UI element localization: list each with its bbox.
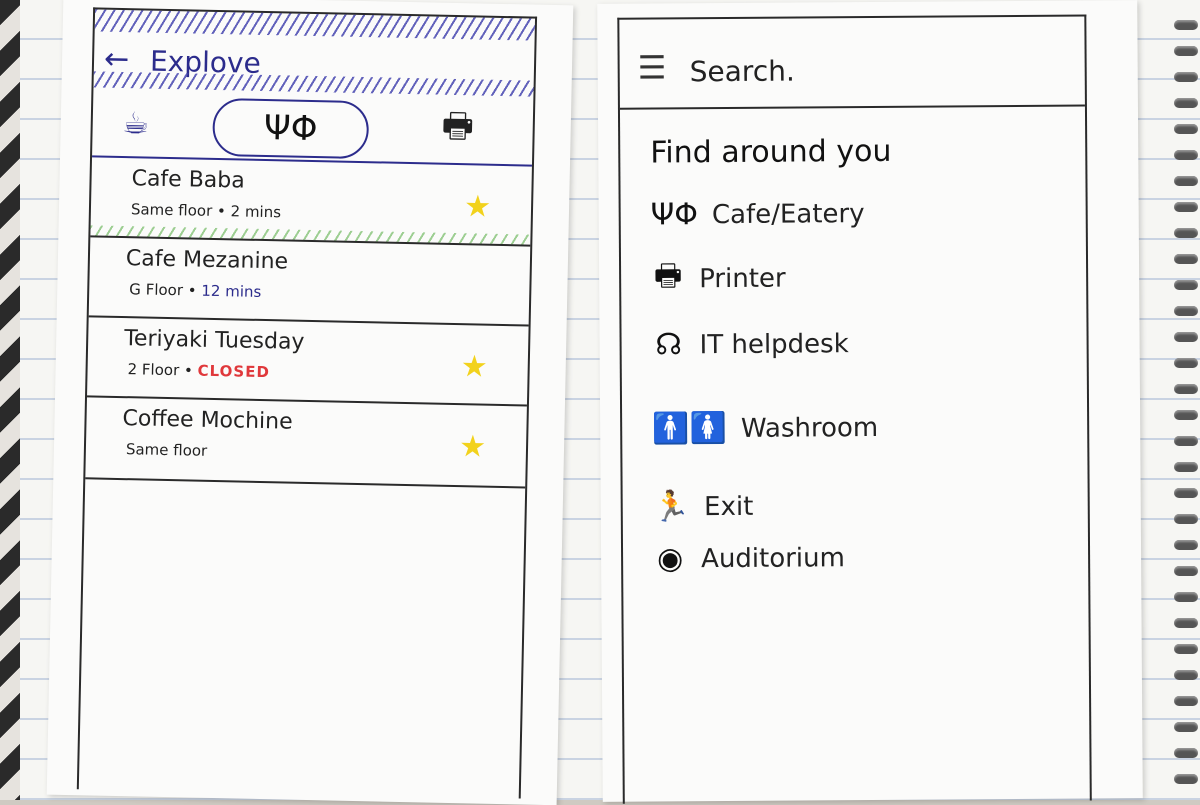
detail-separator: • — [179, 361, 198, 380]
category-label: Printer — [699, 263, 786, 294]
spiral-ring — [1174, 488, 1198, 498]
star-icon[interactable]: ★ — [460, 349, 489, 385]
places-list: Cafe Baba Same floor • 2 mins ★ Cafe Mez… — [85, 157, 532, 489]
category-tabs: ☕ ΨΦ 🖶 — [92, 91, 534, 167]
category-label: Cafe/Eatery — [711, 198, 865, 230]
washroom-icon: 🚹🚺 — [652, 411, 728, 447]
cutlery-icon: ΨΦ — [650, 197, 699, 233]
category-printer[interactable]: 🖶 Printer — [651, 253, 786, 305]
spiral-ring — [1174, 566, 1198, 576]
place-name: Teriyaki Tuesday — [123, 326, 305, 355]
place-name: Cafe Baba — [131, 166, 245, 194]
tab-food[interactable]: ΨΦ — [212, 97, 370, 160]
place-details: Same floor • 2 mins — [131, 200, 281, 221]
place-location: 2 Floor — [127, 360, 180, 380]
header-shading — [94, 9, 536, 41]
broadcast-icon: ◉ — [656, 541, 684, 577]
coffee-cup-icon: ☕ — [121, 105, 150, 142]
cutlery-icon: ΨΦ — [263, 107, 318, 150]
spiral-ring — [1174, 20, 1198, 30]
place-location: Same floor — [125, 440, 208, 460]
detail-separator: • — [182, 281, 202, 300]
category-label: Washroom — [740, 412, 879, 444]
place-details: Same floor — [126, 440, 208, 460]
category-label: Auditorium — [700, 542, 846, 574]
running-person-icon: 🏃 — [652, 489, 691, 525]
category-cafe-eatery[interactable]: ΨΦ Cafe/Eatery — [651, 196, 865, 232]
place-location: G Floor — [129, 280, 184, 300]
list-item[interactable]: Teriyaki Tuesday 2 Floor • CLOSED ★ — [87, 317, 529, 407]
spiral-ring — [1174, 254, 1198, 264]
category-it-helpdesk[interactable]: ☊ IT helpdesk — [651, 326, 849, 363]
spiral-ring — [1174, 332, 1198, 342]
hamburger-menu-icon[interactable]: ☰ — [637, 48, 667, 87]
place-name: Cafe Mezanine — [125, 246, 289, 275]
spiral-ring — [1174, 618, 1198, 628]
spiral-ring — [1174, 306, 1198, 316]
search-screen-sketch: ☰ Search. Find around you ΨΦ Cafe/Eatery… — [597, 0, 1143, 804]
list-item[interactable]: Cafe Baba Same floor • 2 mins ★ — [90, 157, 532, 247]
search-header[interactable]: ☰ Search. — [619, 16, 1085, 110]
spiral-ring — [1174, 696, 1198, 706]
spiral-ring — [1174, 98, 1198, 108]
spiral-ring — [1174, 72, 1198, 82]
place-name: Coffee Mochine — [122, 406, 293, 435]
section-title: Find around you — [650, 133, 892, 171]
category-label: IT helpdesk — [699, 328, 849, 360]
list-item[interactable]: Cafe Mezanine G Floor • 12 mins — [88, 237, 531, 327]
place-details: 2 Floor • CLOSED — [127, 360, 270, 381]
printer-icon: 🖶 — [653, 258, 683, 294]
walk-time: 12 mins — [201, 281, 262, 301]
printer-icon: 🖶 — [441, 105, 475, 146]
spiral-binding — [1170, 20, 1200, 800]
place-details: G Floor • 12 mins — [129, 280, 261, 301]
spiral-ring — [1174, 540, 1198, 550]
app-header: ← Explove — [93, 9, 536, 97]
tab-print[interactable]: 🖶 — [392, 102, 523, 159]
spiral-ring — [1174, 150, 1198, 160]
category-auditorium[interactable]: ◉ Auditorium — [653, 540, 845, 576]
spiral-ring — [1174, 228, 1198, 238]
spiral-ring — [1174, 176, 1198, 186]
headset-icon: ☊ — [655, 327, 683, 363]
spiral-ring — [1174, 774, 1198, 784]
explore-screen-sketch: ← Explove ☕ ΨΦ 🖶 Cafe Baba Same floor • … — [46, 0, 574, 805]
spiral-ring — [1174, 592, 1198, 602]
place-location: Same floor — [130, 200, 213, 220]
category-washroom[interactable]: 🚹🚺 Washroom — [652, 410, 878, 447]
spiral-ring — [1174, 202, 1198, 212]
spiral-ring — [1174, 722, 1198, 732]
spiral-ring — [1174, 748, 1198, 758]
spiral-ring — [1174, 46, 1198, 56]
search-input[interactable]: Search. — [689, 54, 795, 89]
spiral-ring — [1174, 358, 1198, 368]
spiral-ring — [1174, 670, 1198, 680]
star-icon[interactable]: ★ — [458, 429, 487, 465]
spiral-ring — [1174, 124, 1198, 134]
spiral-ring — [1174, 410, 1198, 420]
spiral-ring — [1174, 644, 1198, 654]
spiral-ring — [1174, 436, 1198, 446]
closed-status: CLOSED — [197, 361, 271, 382]
walk-time: 2 mins — [230, 202, 282, 222]
spiral-ring — [1174, 384, 1198, 394]
star-icon[interactable]: ★ — [463, 189, 492, 225]
phone-frame: ☰ Search. Find around you ΨΦ Cafe/Eatery… — [617, 14, 1092, 804]
category-label: Exit — [703, 491, 754, 522]
list-item[interactable]: Coffee Mochine Same floor ★ — [85, 397, 527, 489]
phone-frame: ← Explove ☕ ΨΦ 🖶 Cafe Baba Same floor • … — [76, 7, 538, 799]
category-exit[interactable]: 🏃 Exit — [652, 489, 754, 525]
spiral-ring — [1174, 514, 1198, 524]
tab-cafe[interactable]: ☕ — [100, 96, 171, 151]
detail-separator: • — [212, 201, 231, 221]
spiral-ring — [1174, 280, 1198, 290]
spiral-ring — [1174, 462, 1198, 472]
